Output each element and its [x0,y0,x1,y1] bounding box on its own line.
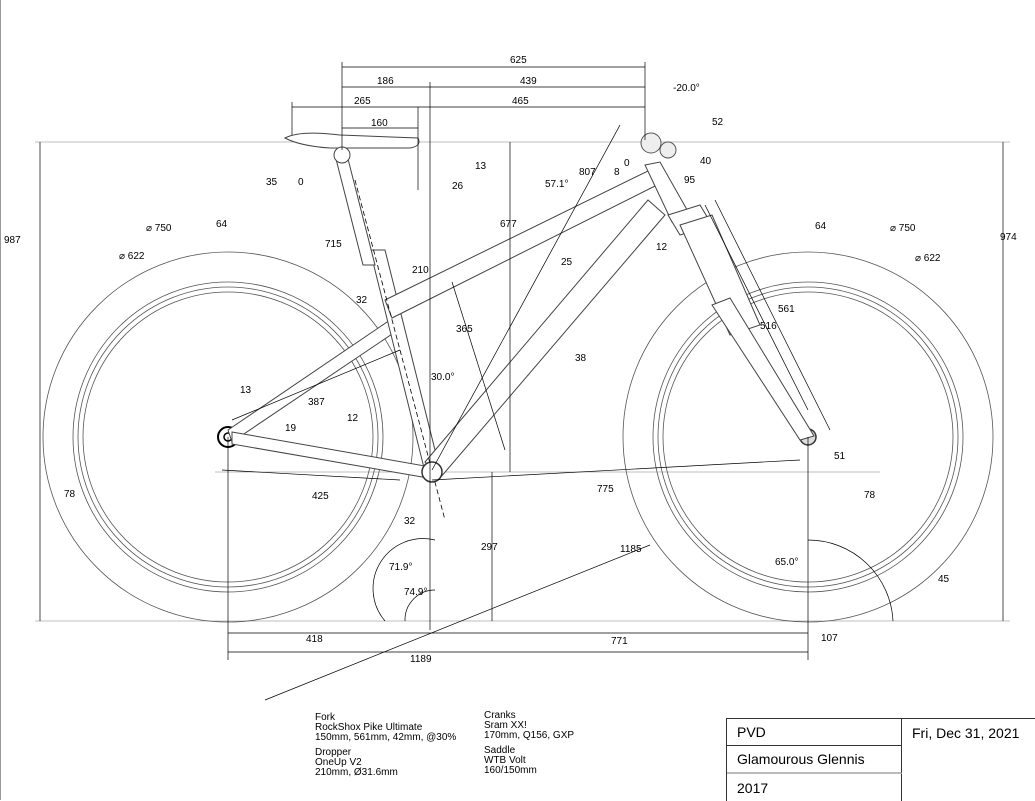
dim-label: 387 [308,397,325,408]
dim-label: ⌀ 622 [119,251,145,262]
fork-spec: 150mm, 561mm, 42mm, @30% [315,732,457,743]
dim-label: 12 [347,413,359,424]
dim-label: 775 [597,484,614,495]
year-cell: 2017 [727,774,902,801]
dim-label: 425 [312,491,329,502]
saddle-spec: 160/150mm [484,765,537,776]
dim-label: -20.0° [673,83,700,94]
saddle-note: Saddle WTB Volt 160/150mm [484,746,537,776]
dim-label: 625 [510,55,527,66]
dim-label: 78 [64,489,76,500]
dim-label: 40 [700,156,712,167]
dim-label: 32 [404,516,416,527]
dropper-model: OneUp V2 [315,757,362,768]
dim-label: 71.9° [389,562,412,573]
dim-label: 771 [611,636,628,647]
dropper-title: Dropper [315,747,352,758]
dim-label: 64 [216,219,228,230]
bike-frame [227,132,815,521]
fork-title: Fork [315,712,335,723]
dim-label: 52 [712,117,724,128]
dim-label: 78 [864,490,876,501]
dim-label: 74.9° [404,587,427,598]
dropper-spec: 210mm, Ø31.6mm [315,767,398,778]
title-block: PVD Fri, Dec 31, 2021 Glamourous Glennis… [726,718,1035,801]
dimension-lines [39,62,1004,701]
dim-label: 297 [481,542,498,553]
dim-label: 987 [4,235,21,246]
dim-label: 12 [656,242,668,253]
dim-label: 1189 [410,654,432,665]
dim-label: 64 [815,221,827,232]
dim-label: 561 [778,304,795,315]
dim-label: 19 [285,423,297,434]
dim-label: 8 [614,167,620,178]
dim-label: 807 [579,167,596,178]
dim-label: ⌀ 750 [890,223,916,234]
saddle-model: WTB Volt [484,755,526,766]
cranks-note: Cranks Sram XX! 170mm, Q156, GXP [484,711,574,741]
cranks-spec: 170mm, Q156, GXP [484,730,575,741]
dim-label: 13 [475,161,487,172]
dim-label: 13 [240,385,252,396]
dim-label: ⌀ 750 [146,223,172,234]
dim-label: 365 [456,324,473,335]
dim-label: 32 [356,295,368,306]
cranks-model: Sram XX! [484,720,527,731]
dim-label: 677 [500,219,517,230]
fork-note: Fork RockShox Pike Ultimate 150mm, 561mm… [315,713,456,743]
bike-name-cell: Glamourous Glennis [727,746,902,774]
dim-label: 38 [575,353,587,364]
dim-label: 516 [760,321,777,332]
dim-label: 25 [561,257,573,268]
dim-label: 45 [938,574,950,585]
dim-label: 465 [512,96,529,107]
saddle-title: Saddle [484,745,516,756]
dim-label: 1185 [620,544,642,555]
dim-label: 95 [684,175,696,186]
dim-label: 186 [377,76,394,87]
dim-label: 35 [266,177,278,188]
dim-label: 265 [354,96,371,107]
dim-label: 439 [520,76,537,87]
dim-label: 26 [452,181,464,192]
dim-label: 715 [325,239,342,250]
cranks-title: Cranks [484,710,516,721]
dropper-note: Dropper OneUp V2 210mm, Ø31.6mm [315,748,398,778]
dim-label: 210 [412,265,429,276]
dimension-labels: 625 186 439 265 465 160 -20.0° 52 13 35 … [4,55,1017,665]
author-cell: PVD [727,719,902,746]
dim-label: 51 [834,451,846,462]
dim-label: 0 [298,177,304,188]
dim-label: 974 [1000,232,1017,243]
fork-model: RockShox Pike Ultimate [315,722,423,733]
dim-label: 107 [821,633,838,644]
dim-label: 0 [624,158,630,169]
dim-label: 65.0° [775,557,798,568]
dim-label: 30.0° [431,372,454,383]
date-cell: Fri, Dec 31, 2021 [912,724,1020,741]
dim-label: ⌀ 622 [915,253,941,264]
dim-label: 57.1° [545,179,568,190]
dim-label: 160 [371,118,388,129]
dim-label: 418 [306,634,323,645]
